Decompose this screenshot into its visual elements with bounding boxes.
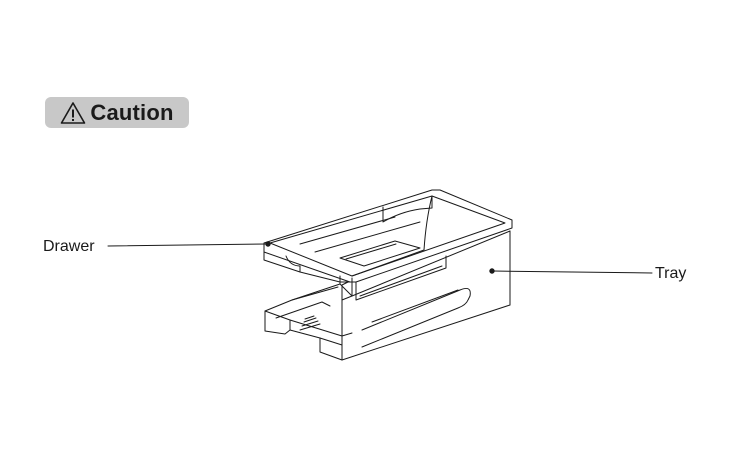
tray-label: Tray	[655, 265, 687, 282]
tray-pointer-dot	[489, 268, 495, 274]
caution-label: Caution	[90, 99, 174, 125]
drawer-label: Drawer	[43, 238, 95, 255]
drawer-outline	[263, 189, 513, 301]
warning-triangle-icon	[61, 101, 86, 124]
tray-leader-line	[492, 270, 653, 274]
caution-badge: Caution	[45, 97, 189, 128]
drawer-leader-line	[107, 243, 268, 247]
tray-outline	[264, 230, 511, 361]
